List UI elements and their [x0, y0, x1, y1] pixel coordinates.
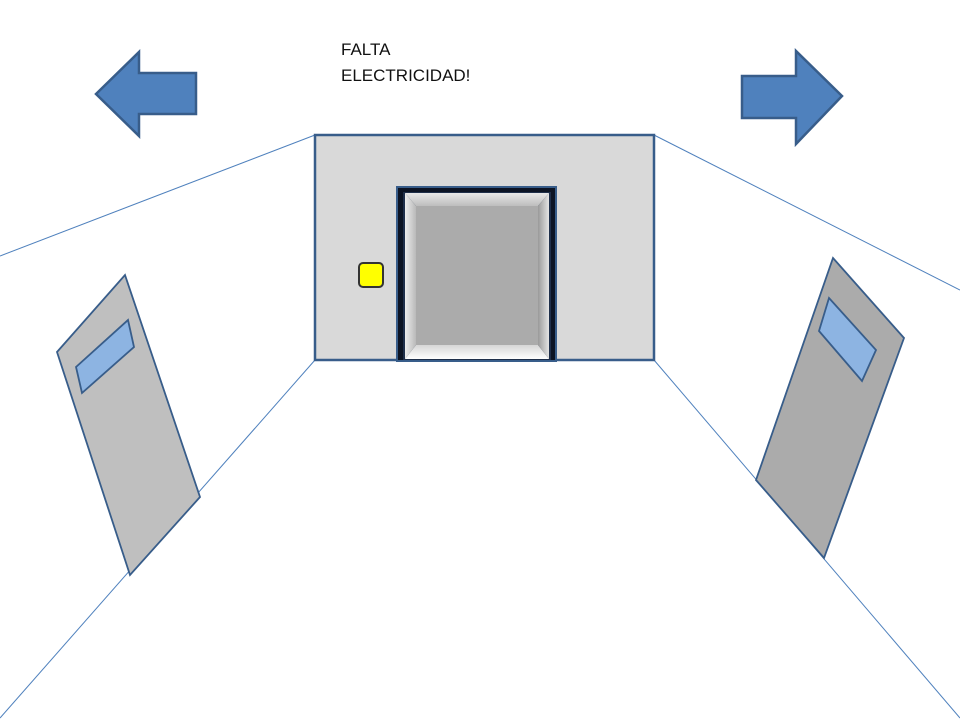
right-door-window — [817, 296, 878, 383]
elevator-call-button[interactable] — [358, 262, 384, 288]
status-message-line-1: FALTA — [341, 40, 391, 59]
left-arrow-icon[interactable] — [94, 49, 198, 139]
right-door-panel — [754, 256, 906, 560]
elevator-door[interactable] — [396, 186, 557, 362]
left-door[interactable] — [55, 273, 202, 577]
status-message-line-2: ELECTRICIDAD! — [341, 66, 471, 85]
elevator-bevel-top — [405, 193, 549, 206]
left-door-window — [75, 318, 135, 395]
right-door[interactable] — [754, 256, 906, 560]
elevator-bevel-right — [538, 193, 549, 359]
right-arrow-icon[interactable] — [740, 48, 844, 148]
ceiling-line-right — [653, 134, 960, 291]
status-message: FALTA ELECTRICIDAD! — [341, 37, 470, 89]
elevator-bevel-left — [405, 193, 416, 359]
ceiling-line-left — [0, 134, 316, 257]
left-door-panel — [55, 273, 202, 577]
elevator-bevel-bottom — [405, 345, 549, 359]
elevator-door-panel — [416, 206, 538, 345]
